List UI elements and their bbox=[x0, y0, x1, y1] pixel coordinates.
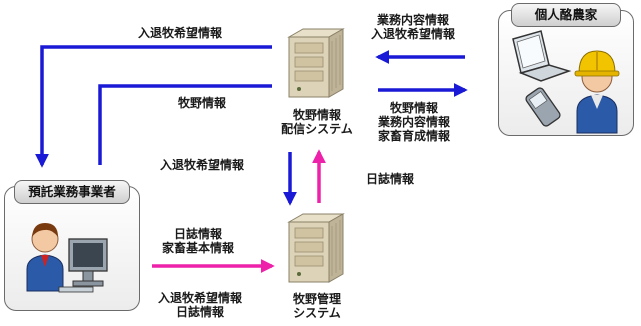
mobile-phone-icon bbox=[525, 87, 561, 127]
label-entry-exit-top: 入退牧希望情報 bbox=[138, 26, 223, 40]
label-server-up: 日誌情報 bbox=[366, 172, 415, 186]
arrow-entry-exit-to-contractor bbox=[35, 45, 272, 168]
contractor-title-tab: 預託業務事業者 bbox=[14, 180, 130, 204]
distribution-server-label: 牧野情報 配信システム bbox=[281, 108, 353, 136]
laptop-icon bbox=[512, 30, 572, 82]
contractor-panel bbox=[4, 186, 140, 311]
label-server-down: 入退牧希望情報 bbox=[160, 158, 245, 172]
label-server-to-farmer: 牧野情報 業務内容情報 家畜育成情報 bbox=[378, 101, 451, 143]
distribution-server-icon bbox=[285, 27, 345, 105]
management-server-label: 牧野管理 システム bbox=[292, 292, 341, 320]
farmer-title-tab: 個人酪農家 bbox=[511, 3, 621, 27]
management-server-icon bbox=[285, 212, 345, 290]
farmer-person-icon bbox=[574, 50, 620, 134]
label-mgmt-to-contractor: 入退牧希望情報 日誌情報 bbox=[158, 291, 243, 319]
label-contractor-to-mgmt: 日誌情報 家畜基本情報 bbox=[162, 227, 235, 255]
farmer-panel bbox=[498, 10, 634, 136]
arrow-pasture-info-from-contractor bbox=[98, 84, 272, 165]
label-pasture-info-left: 牧野情報 bbox=[178, 96, 227, 110]
person-at-computer-icon bbox=[26, 223, 108, 293]
label-farmer-to-server: 業務内容情報 入退牧希望情報 bbox=[371, 13, 456, 41]
